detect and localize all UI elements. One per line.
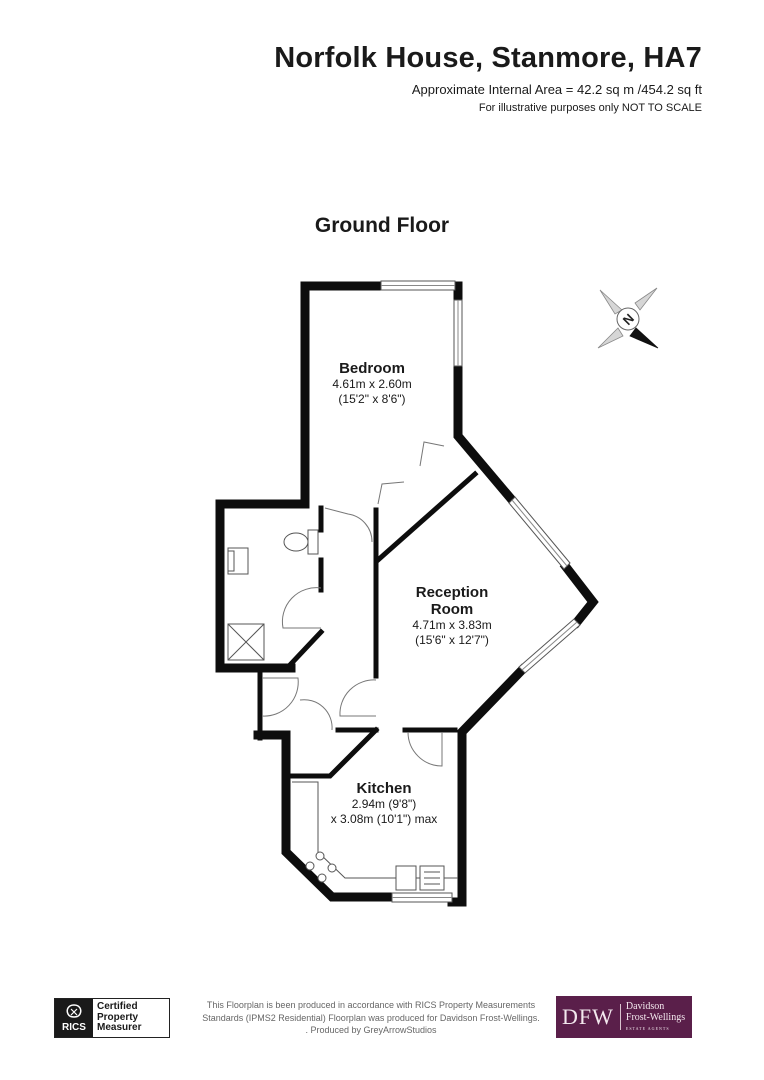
room-dim-reception-ft: (15'6" x 12'7") xyxy=(415,633,489,647)
compass-needle-se xyxy=(629,327,659,349)
rics-logo-text: RICS xyxy=(62,1021,86,1033)
footer-note-line-2: Standards (IPMS2 Residential) Floorplan … xyxy=(202,1012,540,1023)
room-dim-bedroom-m: 4.61m x 2.60m xyxy=(332,377,412,391)
hob-ring-1 xyxy=(315,851,325,861)
agent-name-line-1: Davidson xyxy=(625,1000,665,1012)
toilet xyxy=(283,532,309,552)
hob-ring-2 xyxy=(327,863,337,873)
door-cupboard xyxy=(261,677,299,717)
wall-north-corner xyxy=(450,281,463,305)
doors xyxy=(261,441,445,767)
compass-needle-ne xyxy=(634,287,658,311)
room-name-bedroom: Bedroom xyxy=(339,360,405,377)
kitchen-sink xyxy=(395,865,417,891)
compass-needle-sw xyxy=(597,327,624,349)
room-name-kitchen: Kitchen xyxy=(356,780,412,797)
wall-bay xyxy=(559,560,599,629)
fixtures xyxy=(227,529,458,891)
hob-ring-3 xyxy=(305,861,315,871)
sink-bowl xyxy=(227,550,235,572)
agent-logo-mark: DFW xyxy=(556,1004,621,1030)
footer-note-line-3: . Produced by GreyArrowStudios xyxy=(305,1025,437,1035)
agent-logo-name: Davidson Frost-Wellings ESTATE AGENTS xyxy=(621,1001,685,1034)
floor-title: Ground Floor xyxy=(314,214,450,237)
compass-needle-nw xyxy=(599,289,623,315)
hob-ring-4 xyxy=(317,873,327,883)
room-dim-bedroom-ft: (15'2" x 8'6") xyxy=(338,392,406,406)
rics-emblem-icon xyxy=(66,1003,82,1018)
door-kitchen xyxy=(407,731,443,767)
door-reception xyxy=(339,679,377,717)
door-wardrobe-1 xyxy=(419,441,445,467)
door-bedroom xyxy=(324,507,373,543)
rics-logo: RICS xyxy=(55,999,93,1037)
wall-southeast xyxy=(447,663,529,907)
agent-logo: DFW Davidson Frost-Wellings ESTATE AGENT… xyxy=(556,996,692,1038)
room-dim-kitchen-1: 2.94m (9'8") xyxy=(351,797,417,811)
wall-bath-angle xyxy=(285,628,325,670)
toilet-cistern xyxy=(307,529,319,555)
room-reception: Reception Room 4.71m x 3.83m (15'6" x 12… xyxy=(412,584,491,648)
door-bathroom xyxy=(281,587,322,629)
agent-name-line-2: Frost-Wellings xyxy=(625,1011,686,1023)
compass: N xyxy=(597,287,659,349)
windows xyxy=(380,280,581,903)
badge-text: Certified Property Measurer xyxy=(93,999,169,1037)
wall-east-angle xyxy=(453,361,519,507)
badge-line-2: Property xyxy=(97,1011,139,1023)
area-text: Approximate Internal Area = 42.2 sq m /4… xyxy=(411,82,702,97)
footer-note: This Floorplan is been produced in accor… xyxy=(196,999,546,1037)
room-name-reception: Reception xyxy=(415,584,489,601)
internal-walls xyxy=(257,470,479,779)
outer-walls xyxy=(215,281,599,907)
agent-name-sub: ESTATE AGENTS xyxy=(625,1025,670,1031)
door-wardrobe-2 xyxy=(377,481,405,505)
room-kitchen: Kitchen 2.94m (9'8") x 3.08m (10'1") max xyxy=(331,780,438,827)
rics-badge: RICS Certified Property Measurer xyxy=(54,998,170,1038)
door-hall xyxy=(299,699,333,731)
wall-south xyxy=(253,730,397,902)
footer-note-line-1: This Floorplan is been produced in accor… xyxy=(206,1000,536,1010)
wall-bed-reception xyxy=(374,470,479,564)
compass-hub xyxy=(616,307,640,331)
badge-line-3: Measurer xyxy=(97,1022,142,1034)
disclaimer-text: For illustrative purposes only NOT TO SC… xyxy=(478,102,702,114)
header: Norfolk House, Stanmore, HA7 Approximate… xyxy=(274,40,702,114)
room-dim-kitchen-2: x 3.08m (10'1") max xyxy=(330,812,438,826)
wall-west xyxy=(215,281,386,673)
badge-line-1: Certified xyxy=(97,1001,138,1013)
room-bedroom: Bedroom 4.61m x 2.60m (15'2" x 8'6") xyxy=(332,360,411,407)
wall-kitchen-angle xyxy=(287,726,380,779)
room-name-reception-2: Room xyxy=(430,601,474,618)
property-title: Norfolk House, Stanmore, HA7 xyxy=(274,42,702,74)
room-dim-reception-m: 4.71m x 3.83m xyxy=(412,618,492,632)
